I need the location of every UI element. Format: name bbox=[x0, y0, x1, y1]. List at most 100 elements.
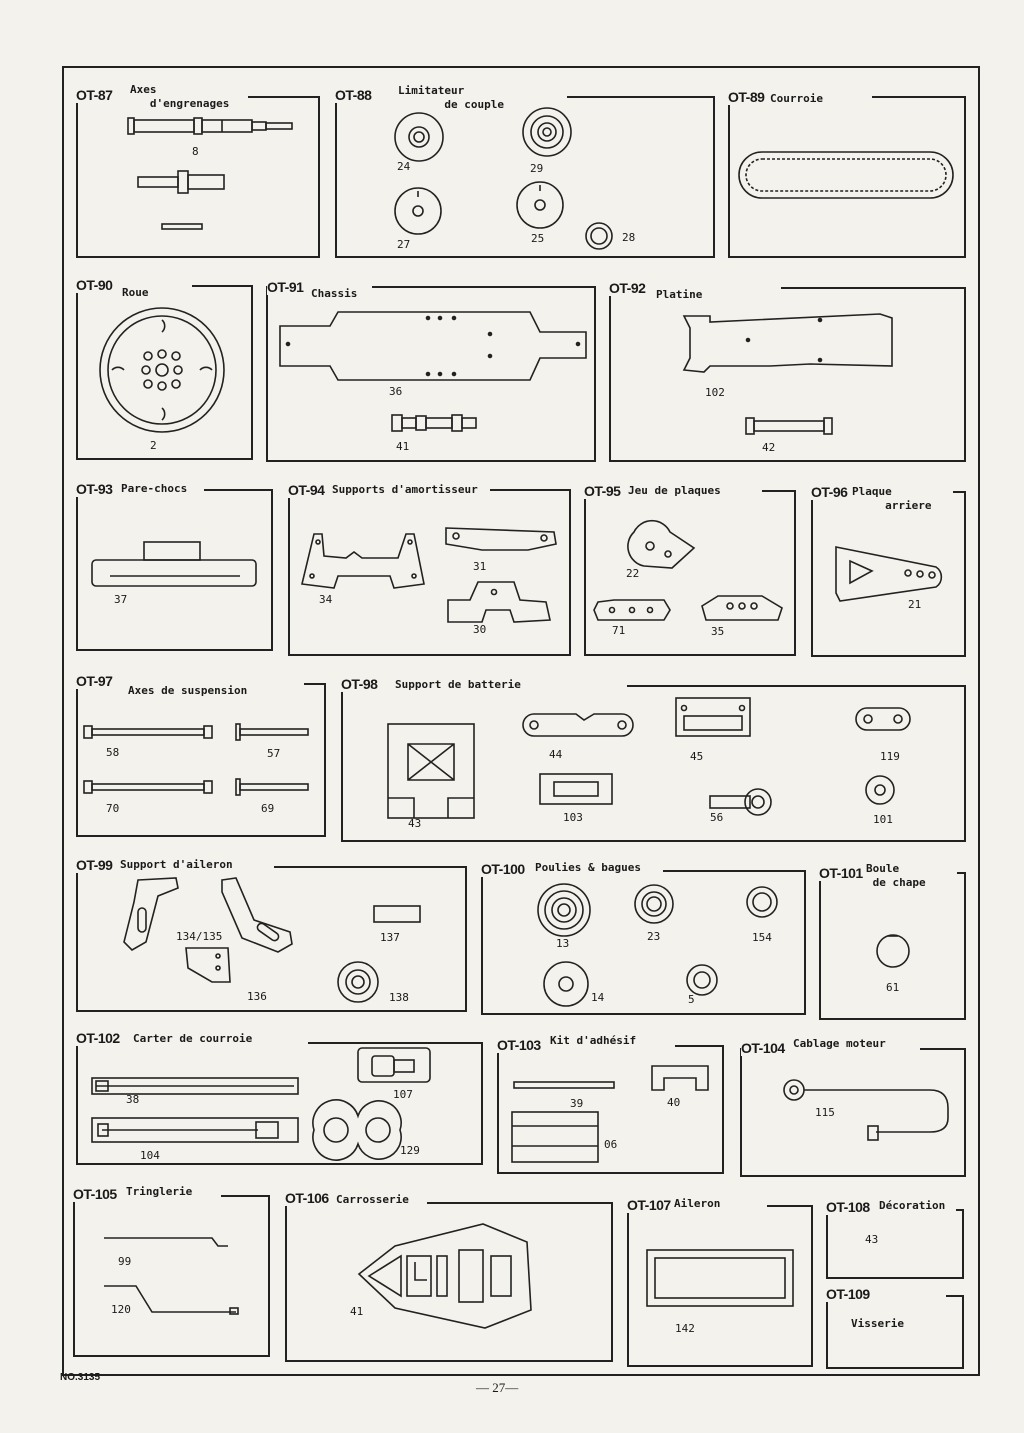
part-title: Carter de courroie bbox=[133, 1032, 253, 1045]
part-number: 99 bbox=[118, 1255, 132, 1268]
belt-cover-drawing bbox=[91, 1047, 431, 1161]
catalog-frame bbox=[62, 66, 980, 1376]
part-number: 107 bbox=[393, 1088, 413, 1101]
part-title: Kit d'adhésif bbox=[550, 1034, 637, 1047]
belt-drawing bbox=[738, 151, 954, 199]
part-code: OT-102 bbox=[76, 1030, 120, 1046]
part-number: 37 bbox=[114, 593, 128, 606]
part-code: OT-96 bbox=[811, 484, 848, 500]
panel-ot99 bbox=[76, 866, 467, 1012]
panel-ot101 bbox=[819, 872, 966, 1020]
part-title: Boule de chape bbox=[866, 862, 926, 889]
part-number: 137 bbox=[380, 931, 400, 944]
part-number: 42 bbox=[762, 441, 776, 454]
part-number: 71 bbox=[612, 624, 626, 637]
part-number: 21 bbox=[908, 598, 922, 611]
part-number: 38 bbox=[126, 1093, 140, 1106]
part-code: OT-88 bbox=[335, 87, 372, 103]
part-title: Courroie bbox=[770, 92, 823, 105]
part-code: OT-92 bbox=[609, 280, 646, 296]
part-number: 25 bbox=[531, 232, 545, 245]
part-title: Jeu de plaques bbox=[628, 484, 721, 497]
part-number: 2 bbox=[150, 439, 157, 452]
part-number: 35 bbox=[711, 625, 725, 638]
part-code: OT-104 bbox=[741, 1040, 785, 1056]
panel-ot95 bbox=[584, 490, 796, 656]
part-number: 30 bbox=[473, 623, 487, 636]
part-code: OT-89 bbox=[728, 89, 765, 105]
part-code: OT-106 bbox=[285, 1190, 329, 1206]
part-code: OT-93 bbox=[76, 481, 113, 497]
part-title: Support d'aileron bbox=[120, 858, 233, 871]
panel-ot108 bbox=[826, 1209, 964, 1279]
part-code: OT-107 bbox=[627, 1197, 671, 1213]
part-code: OT-100 bbox=[481, 861, 525, 877]
part-code: OT-105 bbox=[73, 1186, 117, 1202]
part-title: Support de batterie bbox=[395, 678, 521, 691]
gear-axle-8-drawing bbox=[127, 117, 293, 230]
part-code: OT-95 bbox=[584, 483, 621, 499]
suspension-pins-drawing bbox=[83, 723, 309, 796]
panel-ot104 bbox=[740, 1048, 966, 1177]
ball-joint-drawing bbox=[876, 934, 910, 968]
plate-set-drawing bbox=[593, 519, 783, 621]
pulleys-bushings-drawing bbox=[537, 883, 778, 1007]
linkage-drawing bbox=[104, 1237, 239, 1315]
panel-ot105 bbox=[73, 1195, 270, 1357]
part-title: Platine bbox=[656, 288, 703, 301]
panel-ot102 bbox=[76, 1042, 483, 1165]
panel-ot87 bbox=[76, 96, 320, 258]
part-number: 136 bbox=[247, 990, 267, 1003]
part-number: 45 bbox=[690, 750, 704, 763]
panel-ot103 bbox=[497, 1045, 724, 1174]
part-title: Cablage moteur bbox=[793, 1037, 886, 1050]
part-number: 40 bbox=[667, 1096, 681, 1109]
part-title: Roue bbox=[122, 286, 149, 299]
part-number: 28 bbox=[622, 231, 636, 244]
part-title: Pare-chocs bbox=[121, 482, 188, 495]
part-title: Plaque arriere bbox=[852, 485, 932, 512]
wing-mount-drawing bbox=[123, 877, 421, 1003]
part-code: OT-87 bbox=[76, 87, 113, 103]
torque-limiter-drawing bbox=[394, 107, 613, 250]
rear-plate-drawing bbox=[835, 546, 943, 602]
part-title: Aileron bbox=[674, 1197, 721, 1210]
panel-ot89 bbox=[728, 96, 966, 258]
panel-ot90 bbox=[76, 285, 253, 460]
wheel-drawing bbox=[99, 307, 225, 433]
adhesive-kit-drawing bbox=[511, 1065, 709, 1163]
part-number: 57 bbox=[267, 747, 281, 760]
part-number: 43 bbox=[408, 817, 422, 830]
part-number: 8 bbox=[192, 145, 199, 158]
motor-wiring-drawing bbox=[783, 1079, 949, 1141]
part-number: 70 bbox=[106, 802, 120, 815]
part-number: 101 bbox=[873, 813, 893, 826]
panel-ot94 bbox=[288, 489, 571, 656]
chassis-drawing bbox=[279, 311, 587, 432]
part-number: 61 bbox=[886, 981, 900, 994]
panel-ot93 bbox=[76, 489, 273, 651]
part-number: 34 bbox=[319, 593, 333, 606]
part-number: 24 bbox=[397, 160, 411, 173]
part-code: OT-91 bbox=[267, 279, 304, 295]
panel-ot88 bbox=[335, 96, 715, 258]
part-code: OT-98 bbox=[341, 676, 378, 692]
part-number: 41 bbox=[350, 1305, 364, 1318]
panel-ot91 bbox=[266, 286, 596, 462]
panel-ot98 bbox=[341, 685, 966, 842]
part-number: 06 bbox=[604, 1138, 618, 1151]
part-code: OT-103 bbox=[497, 1037, 541, 1053]
part-code: OT-108 bbox=[826, 1199, 870, 1215]
part-number: 39 bbox=[570, 1097, 584, 1110]
part-number: 154 bbox=[752, 931, 772, 944]
part-code: OT-101 bbox=[819, 865, 863, 881]
part-number: 5 bbox=[688, 993, 695, 1006]
part-number: 43 bbox=[865, 1233, 879, 1246]
part-number: 13 bbox=[556, 937, 570, 950]
panel-ot92 bbox=[609, 287, 966, 462]
part-title: Axes de suspension bbox=[128, 684, 248, 697]
part-number: 119 bbox=[880, 750, 900, 763]
battery-support-drawing bbox=[387, 697, 911, 819]
part-code: OT-97 bbox=[76, 673, 113, 689]
part-title: Axes d'engrenages bbox=[130, 83, 230, 110]
